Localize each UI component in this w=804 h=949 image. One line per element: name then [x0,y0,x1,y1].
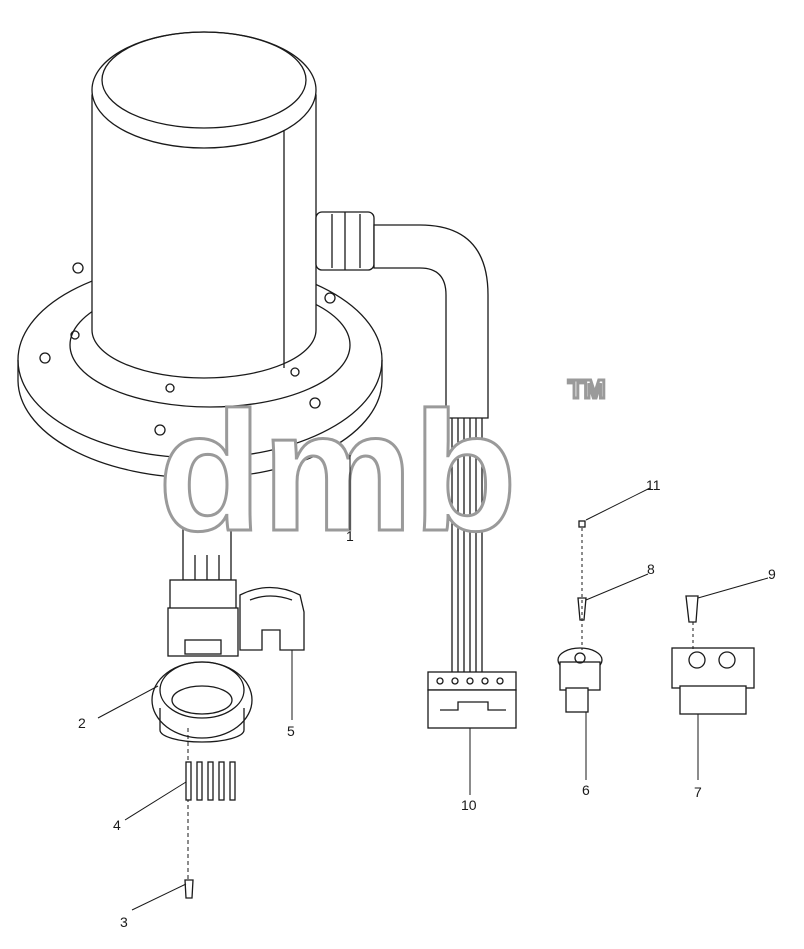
cable-elbow [373,224,489,419]
svg-text:TM: TM [568,374,606,404]
callout-9: 9 [768,566,776,582]
leader-lines [97,455,769,911]
round-connector-base [151,661,253,743]
svg-text:dmb: dmb [158,377,517,567]
callout-labels: 1 2 3 4 5 6 7 8 9 10 11 [78,477,776,930]
pin-tip [578,520,586,528]
callout-10: 10 [461,797,477,813]
callout-5: 5 [287,723,295,739]
housing-cylinder [91,31,317,379]
single-pin [184,879,194,899]
shaft [182,454,232,581]
small-connector [557,647,603,713]
connector-body [167,579,239,657]
callout-8: 8 [647,561,655,577]
callout-7: 7 [694,784,702,800]
cable-wires [451,418,483,675]
contact-pins [185,761,236,801]
callout-3: 3 [120,914,128,930]
fork-terminal [685,595,699,623]
terminal-block [427,671,517,729]
callout-2: 2 [78,715,86,731]
large-connector [671,647,755,715]
clip-bracket [239,586,305,651]
callout-4: 4 [113,817,121,833]
callout-6: 6 [582,782,590,798]
cable-gland [315,211,375,271]
watermark-logo: dmb TM [157,373,608,569]
callout-11: 11 [646,477,661,493]
callout-1: 1 [346,528,354,544]
